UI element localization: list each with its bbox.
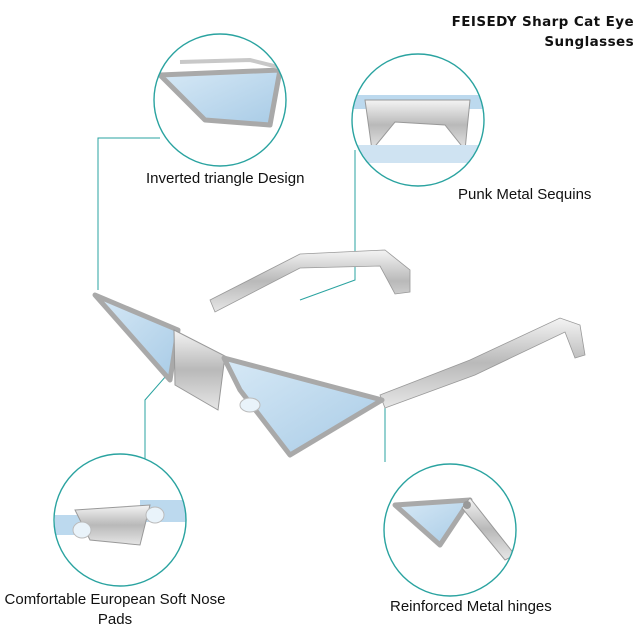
callout-label-metal-sequins: Punk Metal Sequins [458,186,592,203]
callout-connectors [97,137,386,462]
product-title-line1: FEISEDY Sharp Cat Eye [451,14,634,30]
callout-inverted-triangle [153,33,287,167]
callout-label-nose-pads: Comfortable European Soft Nose Pads [4,591,226,628]
callout-label-metal-hinges: Reinforced Metal hinges [390,598,552,615]
callout-metal-sequins [351,53,485,187]
callout-metal-hinges [383,463,517,597]
callout-label-inverted-triangle: Inverted triangle Design [146,170,305,187]
product-title-line2: Sunglasses [544,34,634,50]
callout-nose-pads [53,453,187,587]
product-title: FEISEDY Sharp Cat Eye Sunglasses [452,12,634,52]
sunglasses-main [92,249,586,458]
